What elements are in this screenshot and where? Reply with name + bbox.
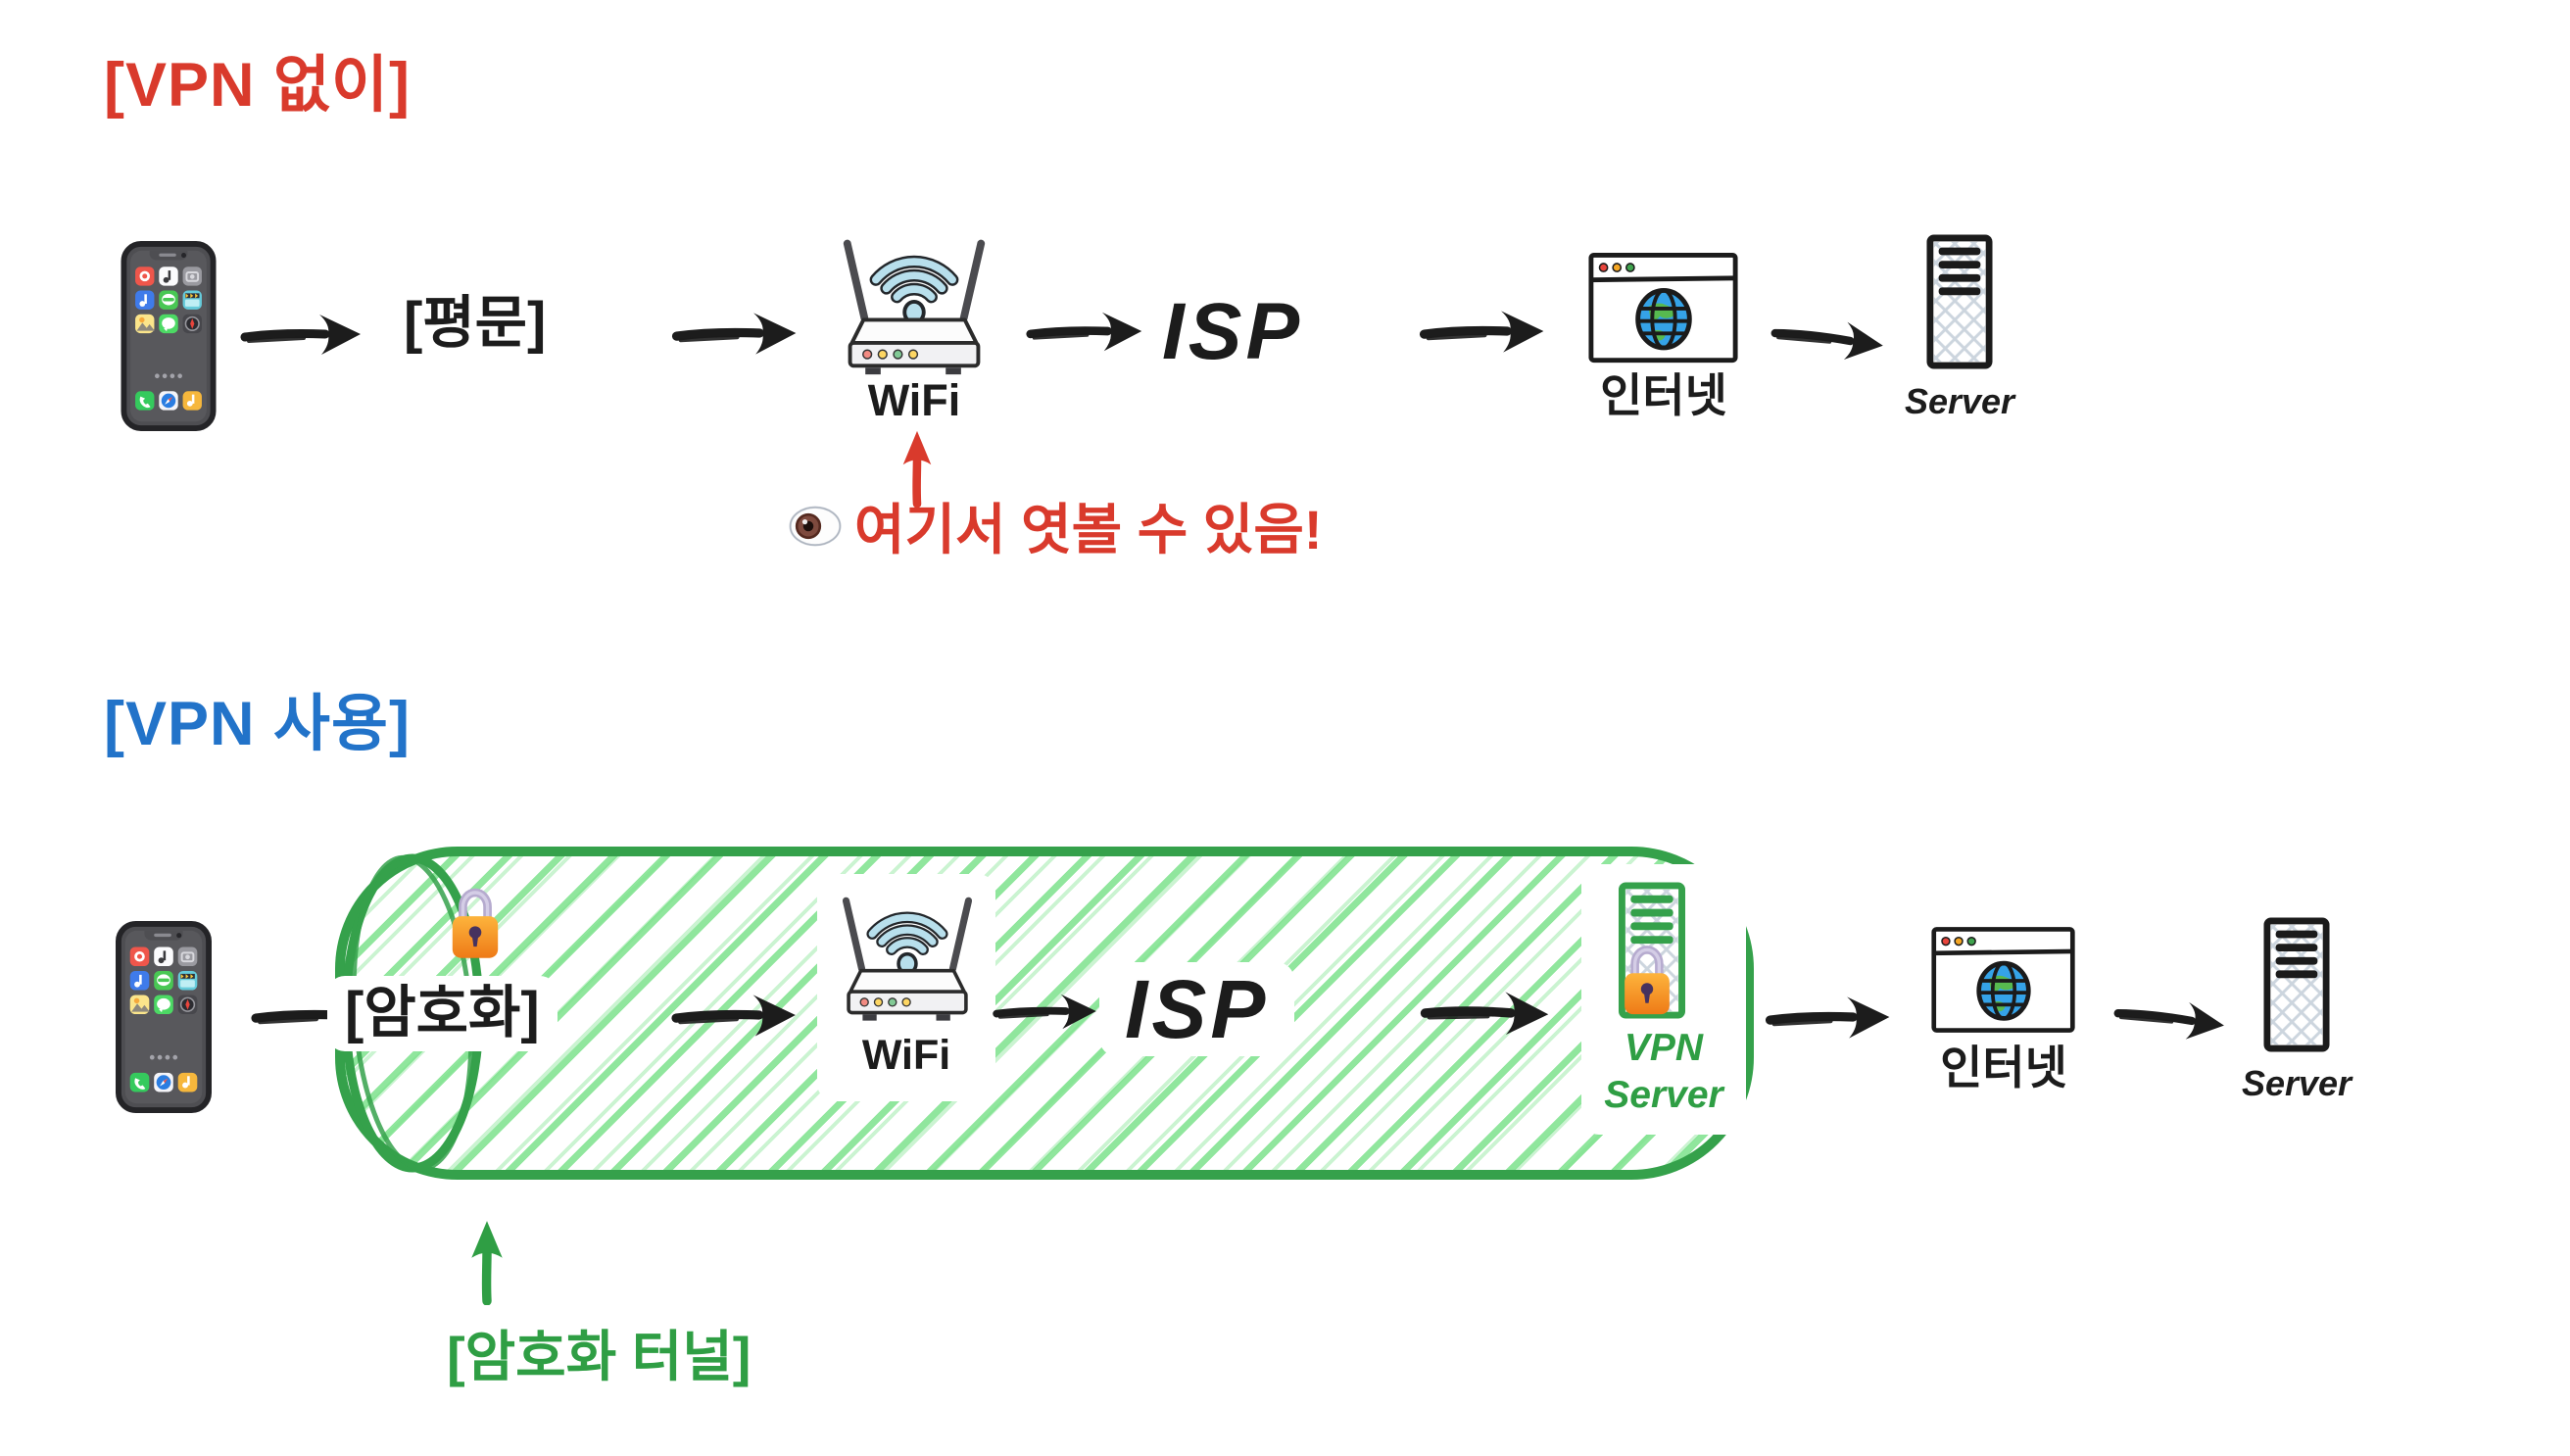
browser-globe-icon bbox=[1930, 923, 2077, 1037]
isp-label: ISP bbox=[1162, 287, 1304, 376]
wifi-router-icon bbox=[833, 880, 982, 1023]
eavesdrop-warning: 여기서 엿볼 수 있음! bbox=[854, 499, 1323, 560]
server-tower-icon bbox=[2263, 915, 2330, 1054]
vpn-server-label-line2: Server bbox=[1604, 1074, 1723, 1116]
eavesdrop-arrow-icon bbox=[897, 429, 937, 508]
wifi-router-icon bbox=[833, 221, 995, 376]
flow-arrow-icon bbox=[662, 984, 809, 1046]
flow-arrow-icon bbox=[651, 302, 822, 364]
eye-icon bbox=[788, 504, 843, 549]
flow-arrow-icon bbox=[1766, 300, 1892, 376]
padlock-icon bbox=[1619, 939, 1675, 1017]
flow-arrow-icon bbox=[1025, 300, 1147, 363]
flow-arrow-icon bbox=[992, 980, 1101, 1043]
server-label: Server bbox=[1904, 381, 2015, 421]
internet-label: 인터넷 bbox=[1600, 369, 1727, 421]
flow-arrow-icon bbox=[1410, 977, 1564, 1046]
server-tower-icon bbox=[1926, 233, 1993, 370]
server-label: Server bbox=[2241, 1063, 2352, 1103]
no-vpn-title: [VPN 없이] bbox=[104, 51, 411, 120]
padlock-icon bbox=[447, 880, 504, 962]
flow-arrow-icon bbox=[1764, 986, 1896, 1048]
browser-globe-icon bbox=[1587, 249, 1740, 366]
flow-arrow-icon bbox=[2109, 980, 2233, 1056]
smartphone-icon bbox=[114, 921, 214, 1113]
internet-label: 인터넷 bbox=[1940, 1042, 2067, 1093]
isp-label: ISP bbox=[1099, 962, 1295, 1056]
tunnel-label: [암호화 터널] bbox=[447, 1326, 752, 1387]
flow-arrow-icon bbox=[239, 304, 366, 364]
smartphone-icon bbox=[120, 241, 218, 431]
flow-arrow-icon bbox=[1413, 300, 1555, 363]
wifi-label: WiFi bbox=[867, 375, 961, 425]
plaintext-label: [평문] bbox=[404, 291, 547, 355]
tunnel-pointer-arrow-icon bbox=[466, 1219, 508, 1305]
wifi-label: WiFi bbox=[861, 1032, 951, 1079]
encrypted-label: [암호화] bbox=[327, 976, 558, 1051]
vpn-server-label-line1: VPN bbox=[1624, 1027, 1704, 1069]
vpn-title: [VPN 사용] bbox=[104, 690, 411, 758]
